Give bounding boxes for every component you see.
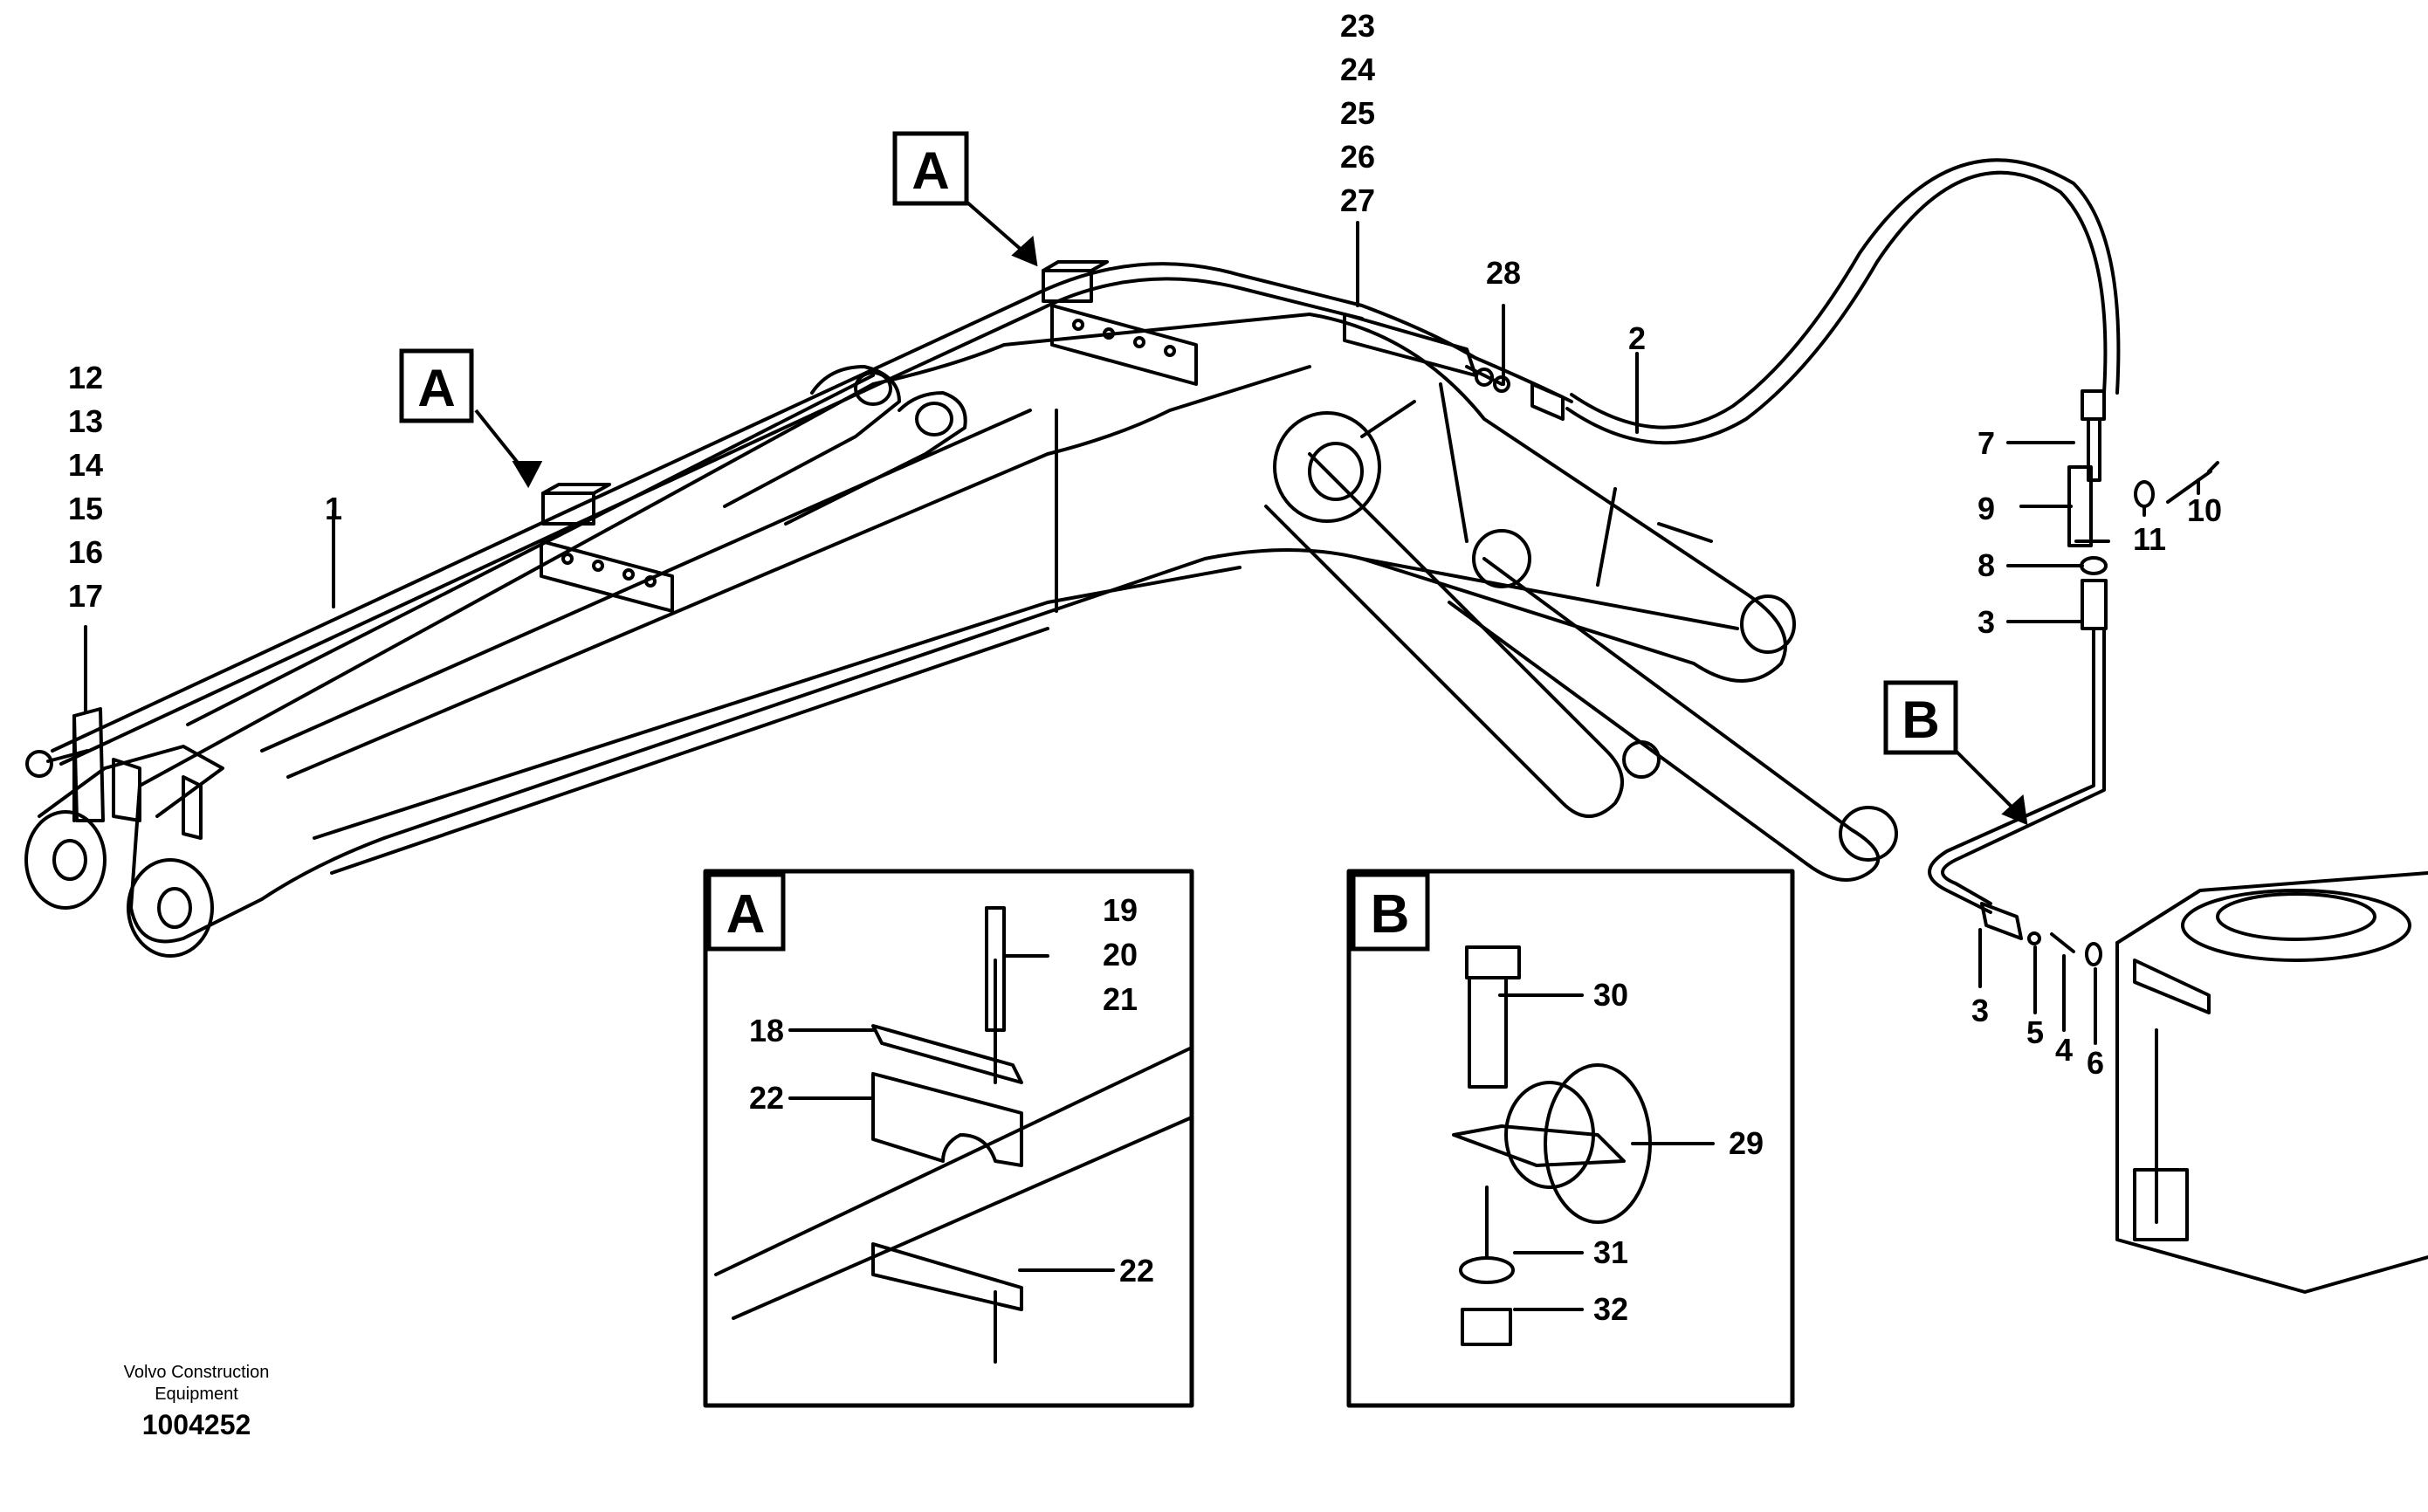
- callout-24: 24: [1340, 52, 1375, 87]
- callout-9: 9: [1977, 491, 1995, 526]
- footer: Volvo Construction Equipment 1004252: [83, 1362, 310, 1441]
- callout-15: 15: [68, 491, 103, 526]
- clamp-block-boom-2: [1042, 260, 1198, 386]
- callout-20: 20: [1103, 937, 1138, 972]
- swivel-fitting: [1343, 313, 1565, 421]
- callout-23: 23: [1340, 8, 1375, 44]
- company-name-line2: Equipment: [155, 1385, 238, 1404]
- callout-16: 16: [68, 534, 103, 570]
- callout-19: 19: [1103, 892, 1138, 928]
- section-label-b-main: B: [1902, 691, 1939, 749]
- callout-18: 18: [749, 1013, 784, 1048]
- callout-32: 32: [1593, 1291, 1628, 1327]
- detail-inset-a: [703, 869, 1194, 1408]
- callout-28: 28: [1486, 255, 1521, 291]
- callout-27: 27: [1340, 182, 1375, 218]
- document-number: 1004252: [141, 1409, 251, 1440]
- callout-30: 30: [1593, 977, 1628, 1013]
- callouts: 1 2 3 3 4 5 6 7 8 9 10 11 12 13 14 15 16…: [68, 8, 2222, 1327]
- callout-25: 25: [1340, 95, 1375, 131]
- section-label-a-main-2: A: [911, 141, 949, 200]
- callout-3a: 3: [1977, 604, 1995, 640]
- callout-26: 26: [1340, 139, 1375, 175]
- company-name-line1: Volvo Construction: [123, 1363, 270, 1382]
- grease-line-1: [51, 262, 1573, 766]
- callout-1: 1: [325, 491, 342, 526]
- leader-lines: [84, 221, 2200, 1311]
- callout-22a: 22: [749, 1080, 784, 1116]
- section-label-a-main-1: A: [417, 359, 455, 417]
- callout-13: 13: [68, 403, 103, 439]
- callout-8: 8: [1977, 547, 1995, 583]
- section-arrows: [474, 201, 2028, 826]
- callout-21: 21: [1103, 981, 1138, 1017]
- section-label-b-inset: B: [1371, 884, 1410, 945]
- callout-14: 14: [68, 447, 103, 483]
- callout-5: 5: [2026, 1014, 2044, 1050]
- callout-2: 2: [1628, 320, 1646, 356]
- fitting-assembly-7-11: [2067, 389, 2219, 630]
- section-label-a-inset: A: [726, 884, 766, 945]
- callout-29: 29: [1729, 1125, 1764, 1161]
- callout-6: 6: [2087, 1045, 2104, 1081]
- detail-inset-b: [1346, 869, 1795, 1408]
- hose-2: [1565, 158, 2121, 445]
- callout-11: 11: [2133, 521, 2166, 557]
- callout-12: 12: [68, 360, 103, 395]
- callout-31: 31: [1593, 1234, 1628, 1270]
- clamp-block-boom-1: [540, 483, 674, 613]
- hydraulic-tank: [2115, 871, 2428, 1294]
- callout-17: 17: [68, 578, 103, 614]
- callout-7: 7: [1977, 425, 1995, 461]
- callout-4: 4: [2055, 1032, 2073, 1068]
- callout-22b: 22: [1119, 1253, 1154, 1289]
- boom-drawing: [24, 313, 1898, 958]
- boom-end-bracket: [25, 707, 105, 822]
- pipe-to-tank: [1928, 627, 2106, 966]
- callout-10: 10: [2187, 492, 2222, 528]
- callout-3b: 3: [1971, 993, 1989, 1028]
- section-label-boxes: [399, 131, 1958, 952]
